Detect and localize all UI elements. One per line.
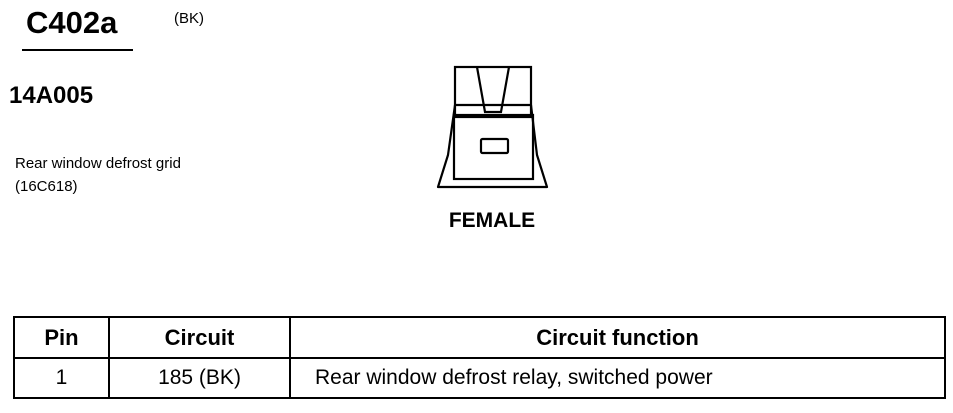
connector-face-diagram xyxy=(436,65,549,189)
connector-id-underline xyxy=(22,49,133,51)
connector-id: C402a xyxy=(26,5,118,40)
component-reference: (16C618) xyxy=(15,178,78,195)
connector-gender-label: FEMALE xyxy=(448,209,536,232)
connector-inner-face xyxy=(452,113,535,181)
part-number: 14A005 xyxy=(9,82,94,109)
circuit-cell: 185 (BK) xyxy=(108,357,291,399)
pin-table: Pin Circuit Circuit function 1 185 (BK) … xyxy=(13,316,946,399)
terminal-cavity xyxy=(479,137,510,155)
pin-cell: 1 xyxy=(13,357,110,399)
connector-color: (BK) xyxy=(174,10,204,27)
component-name: Rear window defrost grid xyxy=(15,155,181,172)
connector-lock-housing xyxy=(453,65,533,119)
connector-body-outline xyxy=(436,103,549,189)
table-row: 1 185 (BK) Rear window defrost relay, sw… xyxy=(13,357,946,399)
circuit-function-column-header: Circuit function xyxy=(289,316,946,359)
pin-column-header: Pin xyxy=(13,316,110,359)
pin-table-header-row: Pin Circuit Circuit function xyxy=(13,316,946,359)
circuit-function-cell: Rear window defrost relay, switched powe… xyxy=(289,357,946,399)
connector-lock-tab xyxy=(475,66,511,114)
circuit-column-header: Circuit xyxy=(108,316,291,359)
